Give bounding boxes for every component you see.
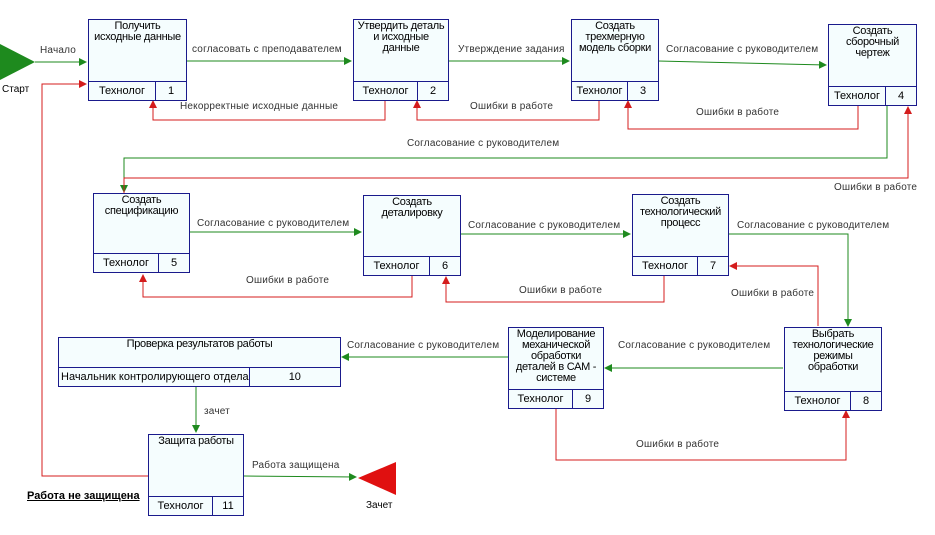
label-forward-3-4: Согласование с руководителем: [666, 44, 819, 55]
process-block-4[interactable]: Создать сборочный чертеж Технолог 4: [828, 24, 917, 106]
block-title: Утвердить деталь и исходные данные: [357, 20, 445, 54]
block-number: 4: [885, 87, 916, 105]
label-forward-7-8: Согласование с руководителем: [737, 220, 890, 231]
block-role: Технолог: [794, 395, 841, 407]
arrow-4-5: [120, 106, 888, 193]
block-role: Технолог: [833, 90, 881, 102]
process-block-2[interactable]: Утвердить деталь и исходные данные Техно…: [353, 19, 449, 101]
process-block-1[interactable]: Получить исходные данные Технолог 1: [88, 19, 187, 101]
label-return-2-1: Некорректные исходные данные: [180, 101, 339, 112]
process-block-8[interactable]: Выбрать технологические режимы обработки…: [784, 327, 882, 411]
block-title: Создать трехмерную модель сборки: [579, 20, 651, 54]
block-title: Выбрать технологические режимы обработки: [792, 328, 874, 373]
label-forward-10-11: зачет: [204, 406, 230, 417]
label-forward-9-10: Согласование с руководителем: [347, 340, 500, 351]
block-role: Технолог: [373, 260, 420, 272]
block-role: Технолог: [102, 257, 150, 269]
label-forward-4-5: Согласование с руководителем: [407, 138, 560, 149]
block-number: 9: [572, 390, 603, 408]
arrow-3-4: [657, 60, 827, 69]
block-number: 10: [248, 368, 340, 386]
end-terminal-shape: [358, 462, 396, 495]
process-block-9[interactable]: Моделирование механической обработки дет…: [508, 327, 604, 409]
label-return-6-5: Ошибки в работе: [246, 275, 330, 286]
arrow-2-1-return: [149, 100, 386, 121]
label-forward-6-7: Согласование с руководителем: [468, 220, 621, 231]
fail-note-label: Работа не защищена: [27, 490, 140, 502]
arrow-8-7-return: [729, 262, 819, 326]
block-number: 6: [429, 257, 460, 275]
label-forward-2-3: Утверждение задания: [458, 44, 565, 55]
label-start-arrow: Начало: [40, 45, 77, 56]
process-block-7[interactable]: Создать технологический процесс Технолог…: [632, 194, 729, 276]
label-return-8-7: Ошибки в работе: [731, 288, 815, 299]
arrow-5-4-return: [123, 106, 912, 272]
label-return-9-8: Ошибки в работе: [636, 439, 720, 450]
block-role: Технолог: [362, 85, 409, 97]
block-role: Технолог: [98, 85, 146, 97]
block-number: 8: [850, 392, 881, 410]
arrow-11-end: [243, 472, 357, 481]
start-terminal-label: Старт: [2, 84, 30, 95]
block-title: Проверка результатов работы: [126, 338, 273, 350]
block-title: Создать сборочный чертеж: [845, 25, 900, 59]
block-title: Получить исходные данные: [94, 20, 181, 43]
label-forward-11-end: Работа защищена: [252, 460, 340, 471]
process-block-10[interactable]: Проверка результатов работы Начальник ко…: [58, 337, 341, 387]
end-terminal-label: Зачет: [366, 500, 393, 511]
block-role: Технолог: [157, 500, 204, 512]
arrow-11-1-return: [41, 80, 148, 477]
block-title: Создать технологический процесс: [639, 195, 721, 229]
block-number: 5: [158, 254, 189, 272]
block-role: Технолог: [641, 260, 689, 272]
process-block-5[interactable]: Создать спецификацию Технолог 5: [93, 193, 190, 273]
arrow-7-6-return: [442, 276, 665, 303]
process-block-11[interactable]: Защита работы Технолог 11: [148, 434, 244, 516]
arrow-7-8: [728, 233, 852, 327]
block-role: Технолог: [576, 85, 623, 97]
start-terminal-shape: [0, 44, 35, 80]
process-block-3[interactable]: Создать трехмерную модель сборки Техноло…: [571, 19, 659, 101]
label-return-4-3: Ошибки в работе: [696, 107, 780, 118]
arrow-3-2-return: [413, 100, 600, 121]
arrow-6-5-return: [139, 274, 413, 298]
block-number: 7: [697, 257, 728, 275]
label-return-5-4: Ошибки в работе: [834, 182, 918, 193]
block-role: Начальник контролирующего отдела: [61, 371, 249, 383]
block-title: Создать спецификацию: [104, 194, 179, 217]
block-number: 11: [212, 497, 243, 515]
arrow-4-3-return: [624, 100, 859, 130]
label-return-7-6: Ошибки в работе: [519, 285, 603, 296]
block-number: 2: [417, 82, 448, 100]
label-forward-1-2: согласовать с преподавателем: [192, 44, 342, 55]
block-role: Технолог: [517, 393, 564, 405]
block-number: 3: [627, 82, 658, 100]
label-forward-5-6: Согласование с руководителем: [197, 218, 350, 229]
block-number: 1: [155, 82, 186, 100]
arrow-9-8-return: [555, 408, 850, 461]
block-title: Защита работы: [158, 435, 234, 447]
process-block-6[interactable]: Создать деталировку Технолог 6: [363, 195, 461, 276]
block-title: Создать деталировку: [381, 196, 443, 219]
label-forward-8-9: Согласование с руководителем: [618, 340, 771, 351]
block-title: Моделирование механической обработки дет…: [515, 329, 597, 384]
label-return-3-2: Ошибки в работе: [470, 101, 554, 112]
